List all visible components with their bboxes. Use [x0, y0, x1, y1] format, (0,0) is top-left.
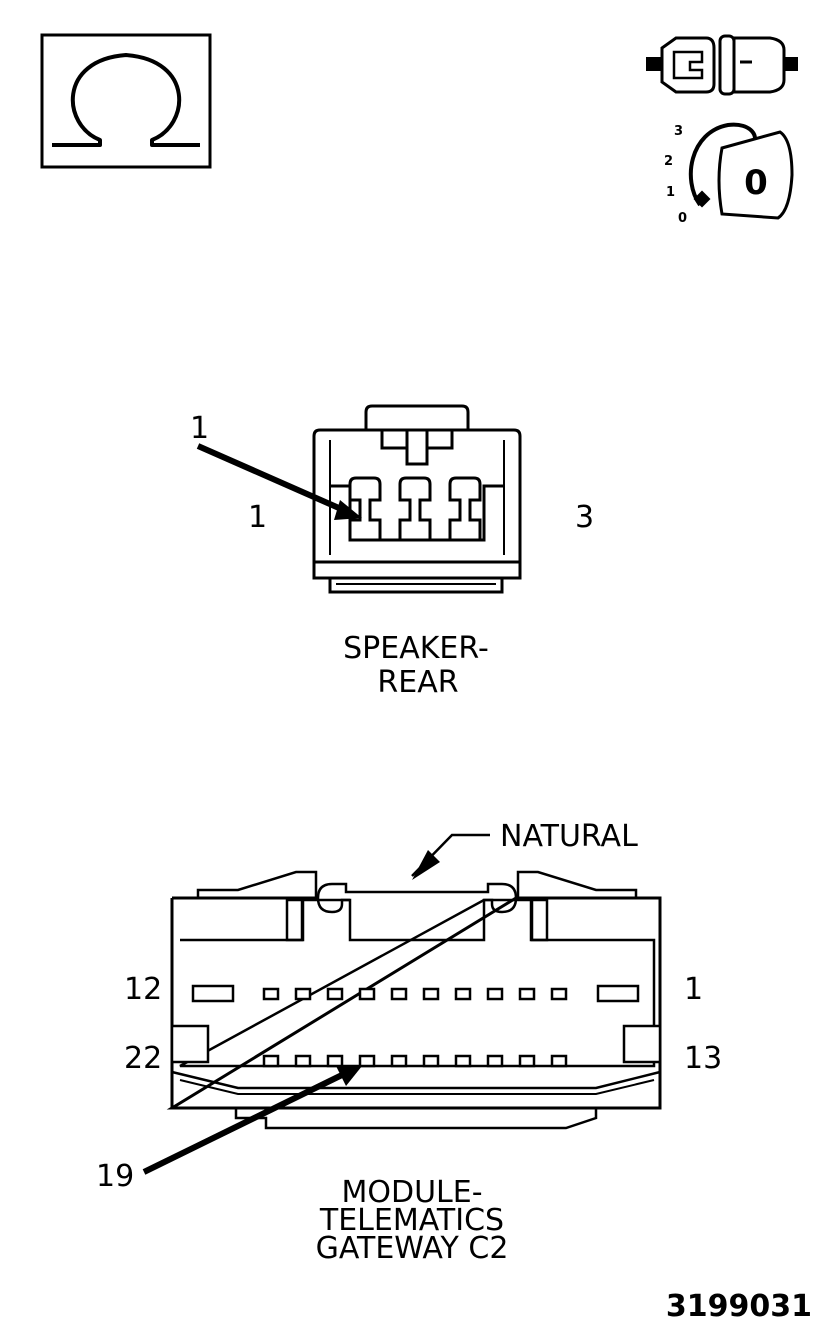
pin-cavity	[294, 1054, 312, 1068]
module-pin-top-right-label: 1	[684, 972, 703, 1007]
speaker-pin-right-label: 3	[575, 500, 594, 535]
pin-cavity	[262, 1054, 280, 1068]
pin-cavity	[390, 1054, 408, 1068]
pin-cavity	[550, 1054, 568, 1068]
ignition-position-0: 0	[678, 211, 687, 226]
color-label: NATURAL	[500, 819, 638, 854]
pin-cavity	[326, 1054, 344, 1068]
ohm-icon	[40, 33, 212, 169]
pin-cavity	[422, 1054, 440, 1068]
speaker-connector-name-line1: SPEAKER-	[343, 631, 489, 666]
speaker-connector	[312, 404, 522, 594]
module-connector	[166, 833, 662, 1130]
pin-cavity	[486, 1054, 504, 1068]
pin-cavity	[294, 987, 312, 1001]
ignition-position-2: 2	[664, 154, 673, 169]
pin-cavity	[422, 987, 440, 1001]
module-pin-bottom-right-label: 13	[684, 1041, 722, 1076]
module-connector-name-line3: GATEWAY C2	[316, 1231, 509, 1266]
module-connector-name-line1: MODULE-	[341, 1175, 482, 1210]
ignition-position-1: 1	[666, 185, 675, 200]
pin-cavity	[326, 987, 344, 1001]
pin-cavity	[358, 1054, 376, 1068]
module-callout-number: 19	[96, 1159, 134, 1194]
speaker-terminal	[398, 476, 432, 542]
cavity-row-bottom	[262, 1054, 568, 1068]
pin-cavity	[550, 987, 568, 1001]
pin-cavity	[486, 987, 504, 1001]
pin-cavity	[262, 987, 280, 1001]
speaker-terminal	[448, 476, 482, 542]
ignition-key-icon: 3 2 1 0 0	[664, 122, 794, 226]
pin-cavity	[518, 1054, 536, 1068]
pin-cavity	[454, 987, 472, 1001]
cavity-row-top	[262, 987, 568, 1001]
ignition-position-3: 3	[674, 124, 683, 139]
module-pin-bottom-left-label: 22	[124, 1041, 162, 1076]
speaker-terminal	[348, 476, 382, 542]
pin-cavity	[518, 987, 536, 1001]
module-connector-name-line2: TELEMATICS	[319, 1203, 504, 1238]
figure-number: 3199031	[666, 1289, 812, 1324]
pin-cavity	[390, 987, 408, 1001]
speaker-callout-arrow	[196, 443, 362, 520]
disconnected-connector-icon	[646, 34, 798, 96]
speaker-connector-name-line2: REAR	[377, 665, 458, 700]
pin-cavity	[454, 1054, 472, 1068]
speaker-callout-number: 1	[190, 411, 209, 446]
pin-cavity	[358, 987, 376, 1001]
module-pin-top-left-label: 12	[124, 972, 162, 1007]
module-callout-arrow	[142, 1066, 362, 1175]
speaker-pin-left-label: 1	[248, 500, 267, 535]
ignition-key-label: 0	[744, 163, 768, 203]
